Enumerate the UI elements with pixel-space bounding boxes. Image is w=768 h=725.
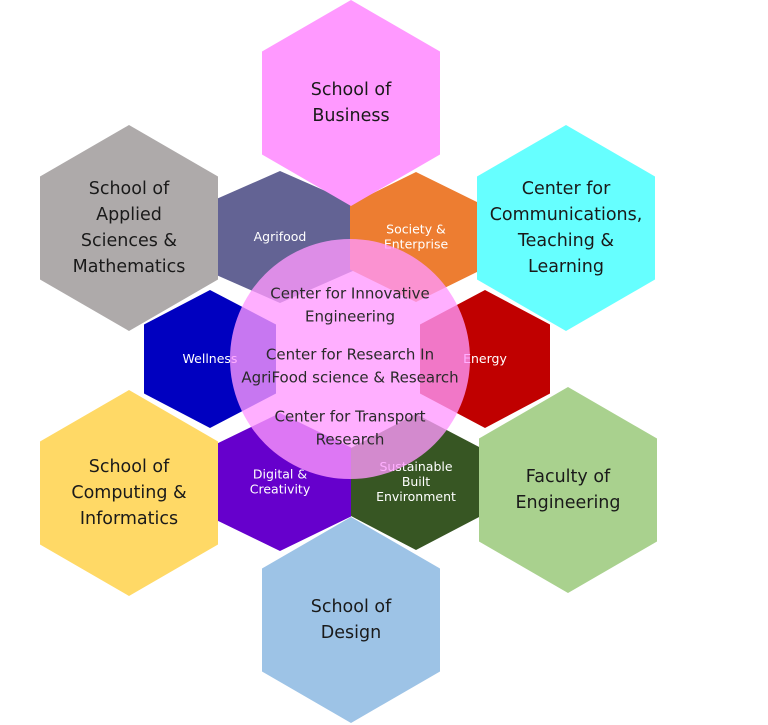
outer-hex-computing: School of Computing & Informatics bbox=[40, 390, 218, 596]
inner-hex-label: Digital &Creativity bbox=[250, 466, 311, 496]
outer-hex-label-line: School of bbox=[311, 597, 392, 617]
outer-hex-design: School of Design bbox=[262, 517, 440, 723]
inner-hex-label-line: Environment bbox=[376, 489, 456, 504]
inner-hex-label-line: Digital & bbox=[253, 466, 308, 481]
center-item-label-line: Research bbox=[316, 430, 385, 448]
center-item-label-line: Engineering bbox=[305, 307, 395, 325]
outer-hex-shape bbox=[262, 0, 440, 206]
center-item-label: Center for Research In AgriFood science &… bbox=[241, 345, 458, 386]
inner-hex-label-line: Creativity bbox=[250, 481, 311, 496]
inner-hex-label-line: Society & bbox=[386, 221, 446, 236]
outer-hex-label-line: Computing & bbox=[71, 483, 187, 503]
center-item-label-line: Center for Research In bbox=[266, 345, 434, 363]
outer-hex-label-line: Engineering bbox=[516, 493, 621, 513]
outer-hex-business: School of Business bbox=[262, 0, 440, 206]
outer-hex-label-line: School of bbox=[89, 179, 170, 199]
outer-hex-label-line: Learning bbox=[528, 257, 604, 277]
outer-hex-label-line: Applied bbox=[96, 205, 162, 225]
inner-hex-label: Agrifood bbox=[254, 229, 307, 244]
inner-hex-label-line: Agrifood bbox=[254, 229, 307, 244]
inner-hex-label-line: Energy bbox=[463, 351, 507, 366]
outer-hex-label-line: Sciences & bbox=[81, 231, 178, 251]
outer-hex-shape bbox=[40, 125, 218, 331]
outer-hex-shape bbox=[40, 390, 218, 596]
outer-hex-label: School of Design bbox=[311, 597, 392, 643]
inner-hex-label-line: Enterprise bbox=[384, 236, 449, 251]
inner-hex-label-line: Built bbox=[402, 474, 430, 489]
inner-hex-label: Energy bbox=[463, 351, 507, 366]
outer-hex-label: School of Business bbox=[311, 80, 392, 126]
outer-hex-label-line: Business bbox=[312, 106, 389, 126]
outer-hex-label-line: Teaching & bbox=[517, 231, 615, 251]
outer-hex-label-line: Center for bbox=[522, 179, 611, 199]
center-item-label-line: Center for Innovative bbox=[270, 284, 430, 302]
outer-hex-label-line: Informatics bbox=[80, 509, 178, 529]
outer-hex-label-line: Design bbox=[321, 623, 381, 643]
outer-hex-label-line: Communications, bbox=[490, 205, 643, 225]
outer-hex-label-line: School of bbox=[311, 80, 392, 100]
outer-hex-label-line: Mathematics bbox=[73, 257, 186, 277]
outer-hex-label: School of Computing & Informatics bbox=[71, 457, 187, 529]
center-item-label-line: AgriFood science & Research bbox=[241, 368, 458, 386]
outer-hex-label-line: Faculty of bbox=[526, 467, 611, 487]
outer-hex-shape bbox=[477, 125, 655, 331]
outer-hex-shape bbox=[262, 517, 440, 723]
outer-hex-label: Faculty of Engineering bbox=[516, 467, 621, 513]
center-circle bbox=[230, 239, 470, 479]
inner-hex-label: Wellness bbox=[183, 351, 238, 366]
center-item-label-line: Center for Transport bbox=[274, 407, 425, 425]
outer-hex-label-line: School of bbox=[89, 457, 170, 477]
inner-hex-label: Society &Enterprise bbox=[384, 221, 449, 251]
outer-hex-shape bbox=[479, 387, 657, 593]
outer-hex-engineering: Faculty of Engineering bbox=[479, 387, 657, 593]
inner-hex-label-line: Wellness bbox=[183, 351, 238, 366]
